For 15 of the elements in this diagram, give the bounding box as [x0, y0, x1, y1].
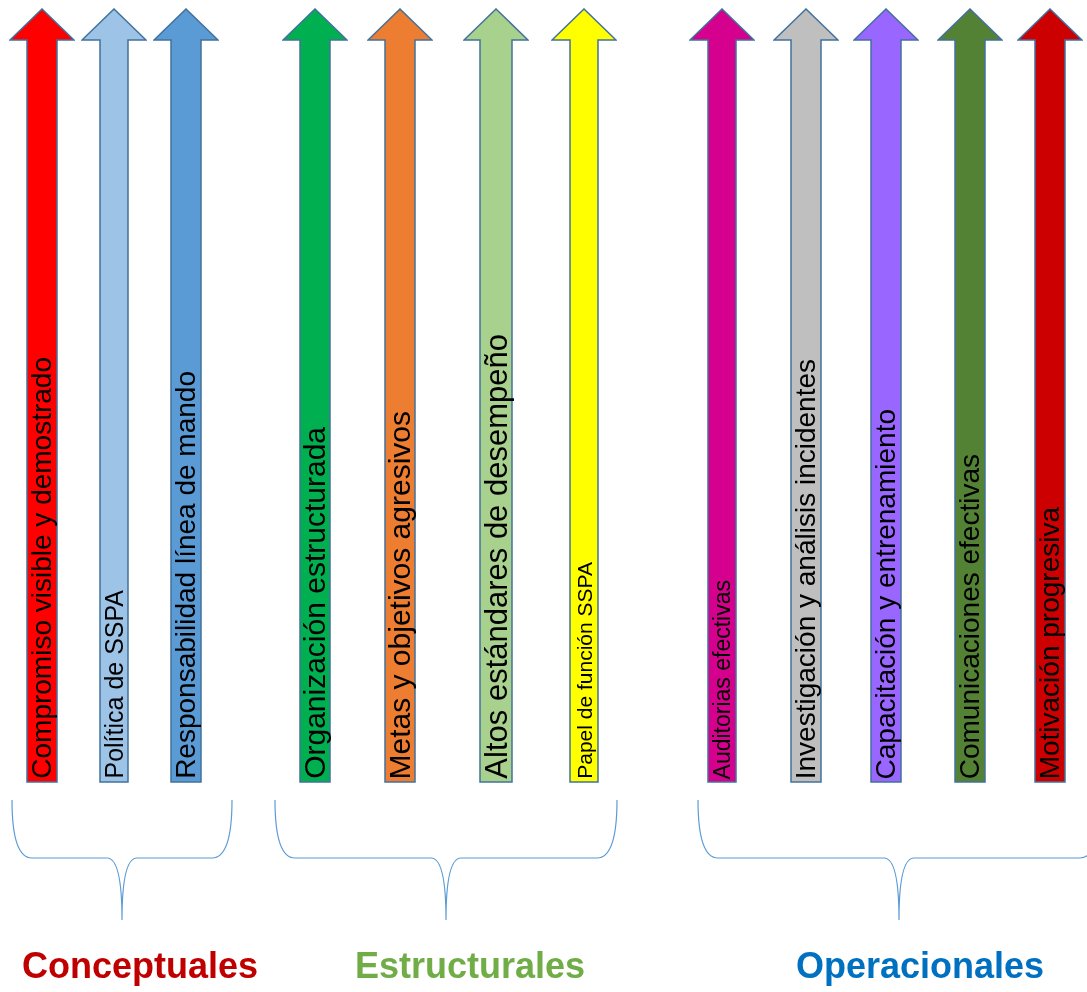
arrow-label: Metas y objetivos agresivos — [385, 410, 415, 779]
arrow-label: Altos estándares de desempeño — [480, 334, 512, 779]
group-label: Estructurales — [354, 945, 586, 987]
arrow-label: Papel de función SSPA — [573, 562, 595, 779]
arrow-label: Responsabilidad línea de mando — [172, 371, 200, 779]
arrow-label: Investigación y análisis incidentes — [792, 358, 820, 779]
group-label: Operacionales — [795, 945, 1045, 987]
arrow-label: Organización estructurada — [300, 427, 330, 779]
arrow-label: Compromiso visible y demostrado — [28, 357, 56, 779]
group-label: Conceptuales — [21, 945, 259, 987]
arrow-label: Política de SSPA — [101, 590, 127, 779]
arrow-label: Capacitación y entrenamiento — [872, 408, 900, 779]
arrow-label: Motivación progresiva — [1036, 506, 1064, 779]
arrow-label: Comunicaciones efectivas — [956, 453, 984, 779]
arrow-label: Auditorias efectivas — [710, 579, 734, 779]
